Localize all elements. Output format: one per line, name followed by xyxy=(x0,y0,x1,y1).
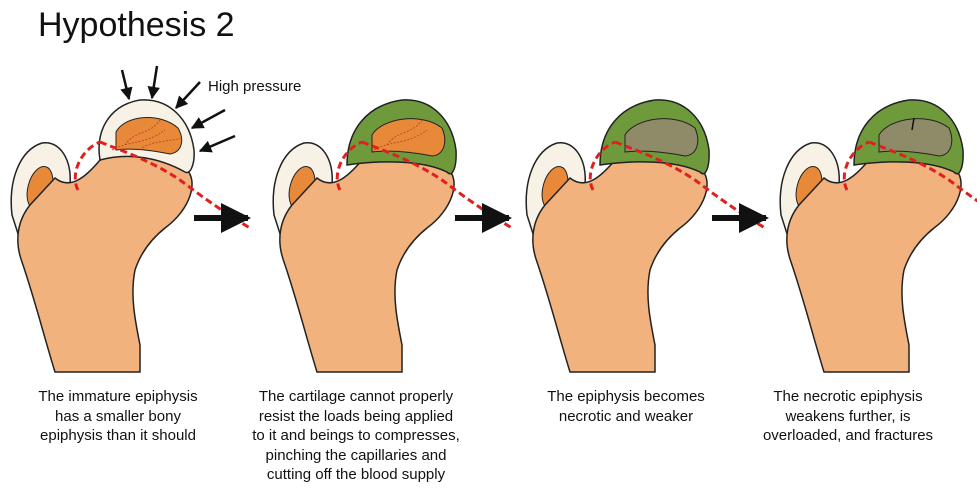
stage-1-caption: The immature epiphysis has a smaller bon… xyxy=(0,387,243,446)
pressure-arrow xyxy=(192,110,225,128)
pressure-arrow xyxy=(176,82,200,108)
bony-epiphysis xyxy=(116,117,182,154)
femur-template xyxy=(11,143,192,372)
stage-4-caption: The necrotic epiphysis weakens further, … xyxy=(723,387,973,446)
pressure-arrow xyxy=(152,66,157,98)
pressure-arrow xyxy=(200,136,235,151)
stage-3-caption: The epiphysis becomes necrotic and weake… xyxy=(501,387,751,426)
stage-3 xyxy=(526,100,765,372)
pressure-arrow xyxy=(122,70,129,99)
stage-2-caption: The cartilage cannot properly resist the… xyxy=(231,387,481,485)
stage-2 xyxy=(273,100,512,372)
stage-4 xyxy=(780,100,977,372)
